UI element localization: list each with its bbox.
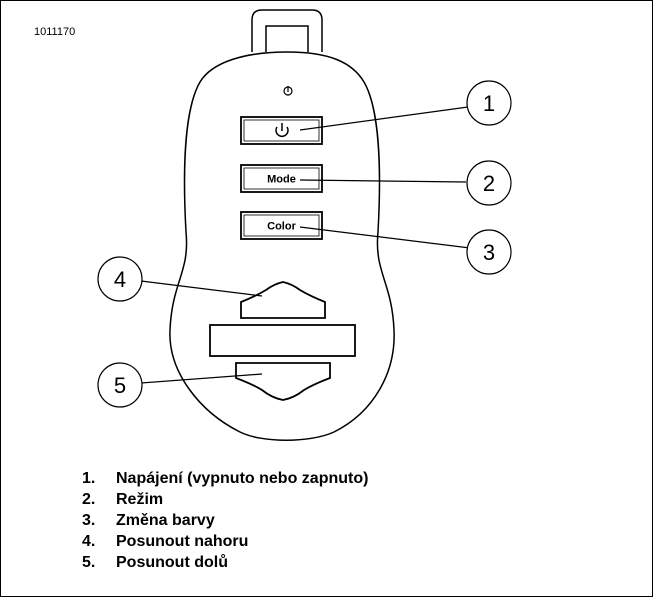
callout-1: 1 bbox=[466, 80, 512, 126]
center-bar bbox=[209, 324, 356, 357]
legend-text: Posunout nahoru bbox=[116, 532, 249, 550]
svg-text:5: 5 bbox=[114, 373, 126, 398]
legend-number: 1. bbox=[82, 469, 96, 487]
power-button[interactable] bbox=[240, 116, 323, 145]
power-indicator-icon bbox=[283, 86, 293, 96]
mode-button[interactable]: Mode bbox=[240, 164, 323, 193]
callout-2: 2 bbox=[466, 160, 512, 206]
figure-id: 1011170 bbox=[34, 26, 76, 38]
leader-line-1 bbox=[299, 106, 469, 131]
legend-number: 4. bbox=[82, 532, 96, 550]
leader-line-2 bbox=[299, 179, 467, 183]
leader-line-5 bbox=[140, 373, 263, 384]
legend-number: 3. bbox=[82, 511, 96, 529]
legend-text: Napájení (vypnuto nebo zapnuto) bbox=[116, 469, 369, 487]
callout-3: 3 bbox=[466, 229, 512, 275]
legend-item: 2. Režim bbox=[82, 489, 368, 510]
legend-item: 4. Posunout nahoru bbox=[82, 531, 368, 552]
legend-number: 2. bbox=[82, 490, 96, 508]
legend-text: Režim bbox=[116, 490, 164, 508]
scroll-down-button[interactable] bbox=[235, 362, 331, 401]
legend-item: 1. Napájení (vypnuto nebo zapnuto) bbox=[82, 468, 368, 489]
leader-line-4 bbox=[140, 280, 263, 297]
mode-button-label: Mode bbox=[267, 174, 296, 186]
callout-5: 5 bbox=[97, 362, 143, 408]
remote-diagram: Mode Color 1 2 3 4 5 bbox=[97, 9, 512, 441]
legend-item: 3. Změna barvy bbox=[82, 510, 368, 531]
legend-item: 5. Posunout dolů bbox=[82, 552, 368, 573]
leader-line-3 bbox=[299, 226, 471, 249]
callout-4: 4 bbox=[97, 256, 143, 302]
svg-text:3: 3 bbox=[483, 240, 495, 265]
color-button-label: Color bbox=[267, 221, 296, 233]
color-button[interactable]: Color bbox=[240, 211, 323, 240]
legend-text: Změna barvy bbox=[116, 511, 215, 529]
legend-list: 1. Napájení (vypnuto nebo zapnuto) 2. Re… bbox=[82, 468, 368, 573]
svg-text:4: 4 bbox=[114, 267, 126, 292]
scroll-up-button[interactable] bbox=[240, 281, 326, 319]
legend-number: 5. bbox=[82, 553, 96, 571]
legend-text: Posunout dolů bbox=[116, 553, 228, 571]
key-ring-loop bbox=[251, 9, 323, 52]
svg-text:1: 1 bbox=[483, 91, 495, 116]
svg-text:2: 2 bbox=[483, 171, 495, 196]
power-icon bbox=[275, 123, 289, 137]
